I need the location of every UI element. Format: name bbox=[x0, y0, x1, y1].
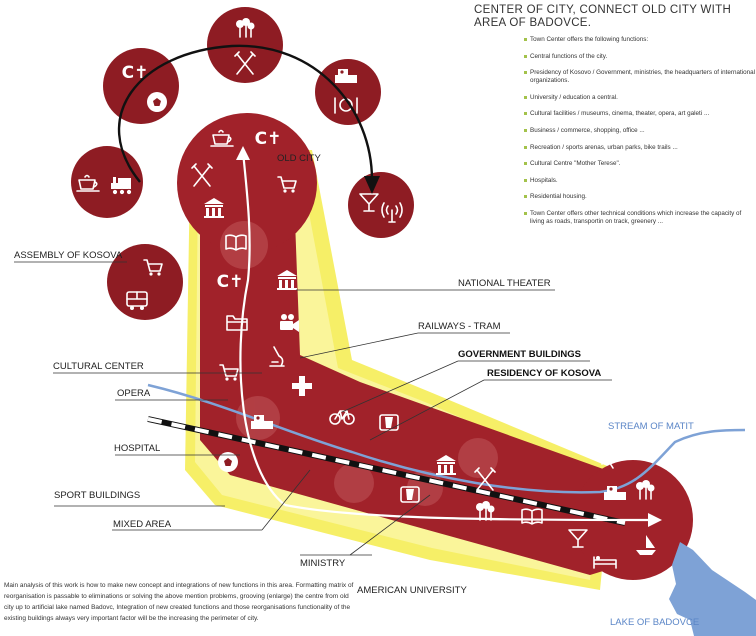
football-icon bbox=[147, 92, 167, 112]
label-sport-buildings: SPORT BUILDINGS bbox=[54, 490, 140, 501]
train-icon bbox=[110, 176, 133, 196]
label-national-theater: NATIONAL THEATER bbox=[458, 278, 551, 289]
district-highlights bbox=[220, 221, 498, 506]
label-government-buildings: GOVERNMENT BUILDINGS bbox=[458, 349, 581, 360]
church-icon bbox=[254, 129, 282, 149]
legend-circle-church-football bbox=[103, 48, 179, 124]
pathway-arrow bbox=[239, 151, 651, 522]
legend-circle-cocktail-radio bbox=[348, 172, 414, 238]
label-hospital: HOSPITAL bbox=[114, 443, 160, 454]
label-railways-tram: RAILWAYS - TRAM bbox=[418, 321, 501, 332]
railway-dashes bbox=[147, 417, 626, 525]
info-panel: CENTER OF CITY, CONNECT OLD CITY WITH AR… bbox=[472, 4, 756, 235]
label-american-university: AMERICAN UNIVERSITY bbox=[357, 585, 467, 596]
pathway-arrowhead-north bbox=[236, 146, 250, 160]
info-item: Cultural Centre "Mother Terese". bbox=[524, 160, 756, 168]
info-item: Business / commerce, shopping, office ..… bbox=[524, 127, 756, 135]
info-list: Town Center offers the following functio… bbox=[472, 36, 756, 226]
label-old-city: OLD CITY bbox=[277, 153, 321, 164]
legend-circle-coffee-train bbox=[71, 146, 143, 218]
info-item: Hospitals. bbox=[524, 177, 756, 185]
label-lake: LAKE OF BADOVCE bbox=[610, 617, 699, 628]
callout-lines bbox=[14, 261, 612, 556]
info-item: Town Center offers other technical condi… bbox=[524, 210, 756, 226]
info-item: Recreation / sports arenas, urban parks,… bbox=[524, 144, 756, 152]
info-item: Presidency of Kosovo / Government, minis… bbox=[524, 69, 756, 85]
church-icon bbox=[216, 272, 244, 292]
label-assembly: ASSEMBLY OF KOSOVA bbox=[14, 250, 123, 261]
legend-cycle-arrowhead bbox=[364, 176, 380, 194]
label-mixed-area: MIXED AREA bbox=[113, 519, 172, 530]
info-title: CENTER OF CITY, CONNECT OLD CITY WITH AR… bbox=[474, 4, 732, 29]
legend-circle-cart-bus bbox=[107, 244, 183, 320]
pathway-arrowhead-east bbox=[648, 513, 662, 527]
label-opera: OPERA bbox=[117, 388, 151, 399]
info-item: Central functions of the city. bbox=[524, 53, 756, 61]
label-stream: STREAM OF MATIT bbox=[608, 421, 694, 432]
info-item: Cultural facilities / museums, cinema, t… bbox=[524, 110, 756, 118]
info-item: Residential housing. bbox=[524, 193, 756, 201]
city-center-district bbox=[200, 220, 655, 575]
legend-circle-hotel-dining bbox=[315, 59, 381, 125]
info-item: Town Center offers the following functio… bbox=[524, 36, 756, 44]
label-residency: RESIDENCY OF KOSOVA bbox=[487, 368, 601, 379]
legend-cycle-arrow bbox=[117, 44, 374, 183]
lake-of-badovce bbox=[669, 542, 756, 636]
label-cultural-center: CULTURAL CENTER bbox=[53, 361, 144, 372]
church-icon bbox=[121, 63, 149, 83]
label-ministry: MINISTRY bbox=[300, 558, 346, 569]
summary-paragraph: Main analysis of this work is how to mak… bbox=[4, 582, 354, 622]
info-item: University / education a central. bbox=[524, 94, 756, 102]
